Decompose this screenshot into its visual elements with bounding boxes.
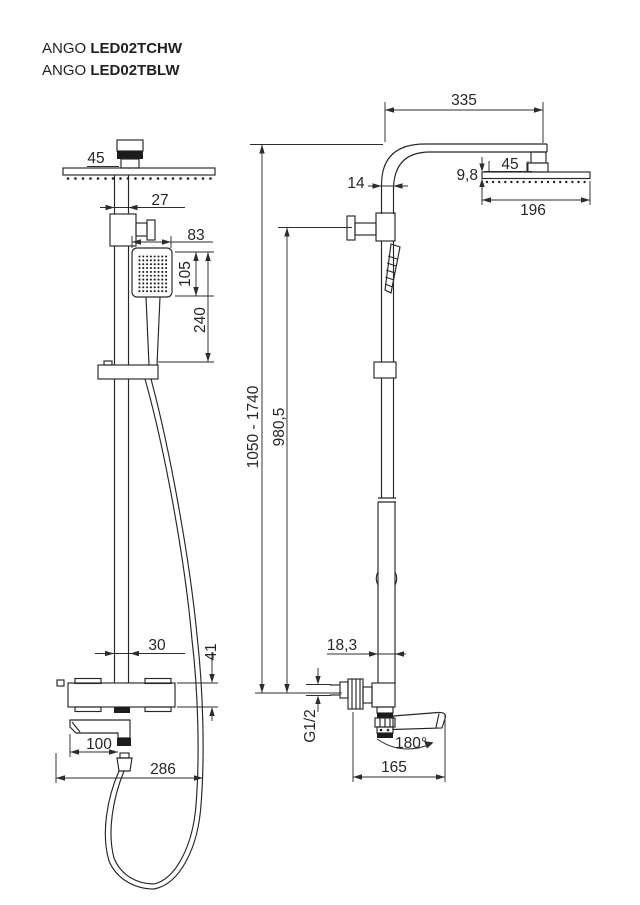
dim-head-connector-depth: 45 bbox=[501, 156, 518, 173]
dim-spout-swivel-angle: 180° bbox=[395, 735, 427, 752]
title-block: ANGO LED02TCHW ANGO LED02TBLW bbox=[42, 38, 182, 82]
dim-hand-shower-head-height: 105 bbox=[177, 261, 194, 287]
dim-head-length: 196 bbox=[520, 202, 546, 219]
brand-name-2: ANGO bbox=[42, 62, 87, 79]
overhead-nozzles-side bbox=[485, 180, 586, 184]
front-dimensions: 45 27 83 105 bbox=[55, 150, 220, 783]
product-title-line2: ANGO LED02TBLW bbox=[42, 60, 182, 82]
product-title-line1: ANGO LED02TCHW bbox=[42, 38, 182, 60]
diverter-side bbox=[346, 212, 396, 242]
swivel-arc: 180° bbox=[376, 735, 434, 752]
dim-riser-height: 980,5 bbox=[271, 408, 288, 447]
tub-spout-side bbox=[392, 711, 447, 731]
dim-spout-reach: 165 bbox=[381, 759, 407, 776]
mixer-side bbox=[330, 678, 396, 738]
riser-pipe-side bbox=[373, 241, 398, 683]
hand-shower-side bbox=[384, 243, 401, 294]
mid-pipe-front bbox=[113, 246, 130, 365]
tub-spout-front bbox=[69, 719, 133, 772]
dim-hand-shower-length: 240 bbox=[192, 307, 209, 333]
model-number-2: LED02TBLW bbox=[90, 62, 180, 79]
shower-arm-side bbox=[380, 143, 548, 214]
shower-hose bbox=[104, 378, 204, 890]
dim-riser-width: 30 bbox=[148, 637, 166, 654]
dim-arm-length: 335 bbox=[451, 92, 477, 109]
riser-pipe-front bbox=[113, 379, 130, 683]
hand-shower-front bbox=[131, 247, 173, 366]
dim-hand-shower-width: 83 bbox=[187, 227, 204, 244]
diverter-front bbox=[109, 213, 156, 247]
overhead-nozzles-front bbox=[66, 177, 212, 180]
dim-pipe-depth: 14 bbox=[347, 175, 365, 192]
overhead-shower-side bbox=[481, 151, 591, 184]
dim-spout-length: 100 bbox=[86, 736, 112, 753]
dim-total-height-range: 1050 - 1740 bbox=[245, 385, 262, 468]
overhead-shower-front bbox=[62, 139, 216, 180]
model-number-1: LED02TCHW bbox=[90, 40, 183, 57]
side-view: 180° 335 14 9,8 bbox=[245, 92, 591, 782]
mixer-front bbox=[56, 677, 176, 713]
dim-head-thickness: 9,8 bbox=[456, 167, 478, 184]
brand-name: ANGO bbox=[42, 40, 87, 57]
hand-shower-nozzles bbox=[138, 255, 168, 293]
dim-mixer-body-height: 41 bbox=[203, 643, 220, 660]
dim-pipe-width: 27 bbox=[151, 192, 168, 209]
dim-lower-pipe-depth: 18,3 bbox=[327, 637, 357, 654]
side-dimensions: 335 14 9,8 45 bbox=[245, 92, 591, 782]
front-view: 45 27 83 105 bbox=[55, 139, 220, 890]
upper-pipe-front bbox=[113, 175, 130, 214]
dim-head-connector-width: 45 bbox=[87, 150, 104, 167]
dim-connection-thread: G1/2 bbox=[302, 709, 319, 743]
dim-overall-width: 286 bbox=[150, 761, 176, 778]
